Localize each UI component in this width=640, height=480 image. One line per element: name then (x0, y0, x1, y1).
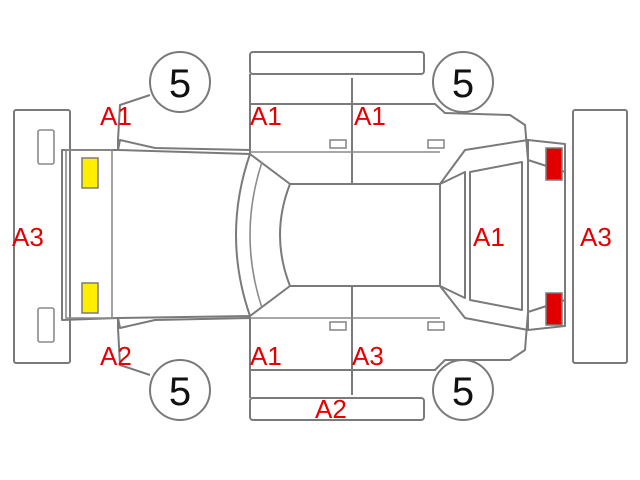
wheel-rear-top: 5 (432, 51, 494, 113)
label-rear-bumper: A3 (580, 222, 612, 252)
label-front-fender-top: A1 (100, 101, 132, 131)
label-trunk: A1 (473, 222, 505, 252)
front-lamp-top-yellow-square-icon (81, 157, 99, 189)
label-front-fender-bottom: A2 (100, 341, 132, 371)
wheel-front-bottom-number: 5 (169, 370, 191, 414)
label-rocker-bottom: A2 (315, 394, 347, 424)
car-body (61, 74, 566, 398)
label-front-door-bottom: A1 (250, 341, 282, 371)
front-bumper (13, 109, 71, 364)
bottom-rocker-panel (249, 397, 425, 421)
wheel-front-top: 5 (149, 51, 211, 113)
wheel-front-top-number: 5 (169, 62, 191, 106)
label-front-door-top: A1 (250, 101, 282, 131)
label-rear-door-top: A1 (354, 101, 386, 131)
front-lamp-bottom-yellow-square-icon (81, 282, 99, 314)
rear-lamp-top-red-square-icon (545, 147, 563, 181)
label-rear-door-bottom: A3 (352, 341, 384, 371)
wheel-front-bottom: 5 (149, 359, 211, 421)
rear-bumper (572, 109, 628, 364)
wheel-rear-bottom: 5 (432, 359, 494, 421)
rear-lamp-bottom-red-square-icon (545, 292, 563, 326)
top-rocker-panel (249, 51, 425, 75)
wheel-rear-top-number: 5 (452, 62, 474, 106)
label-front-bumper: A3 (12, 222, 44, 252)
wheel-rear-bottom-number: 5 (452, 370, 474, 414)
